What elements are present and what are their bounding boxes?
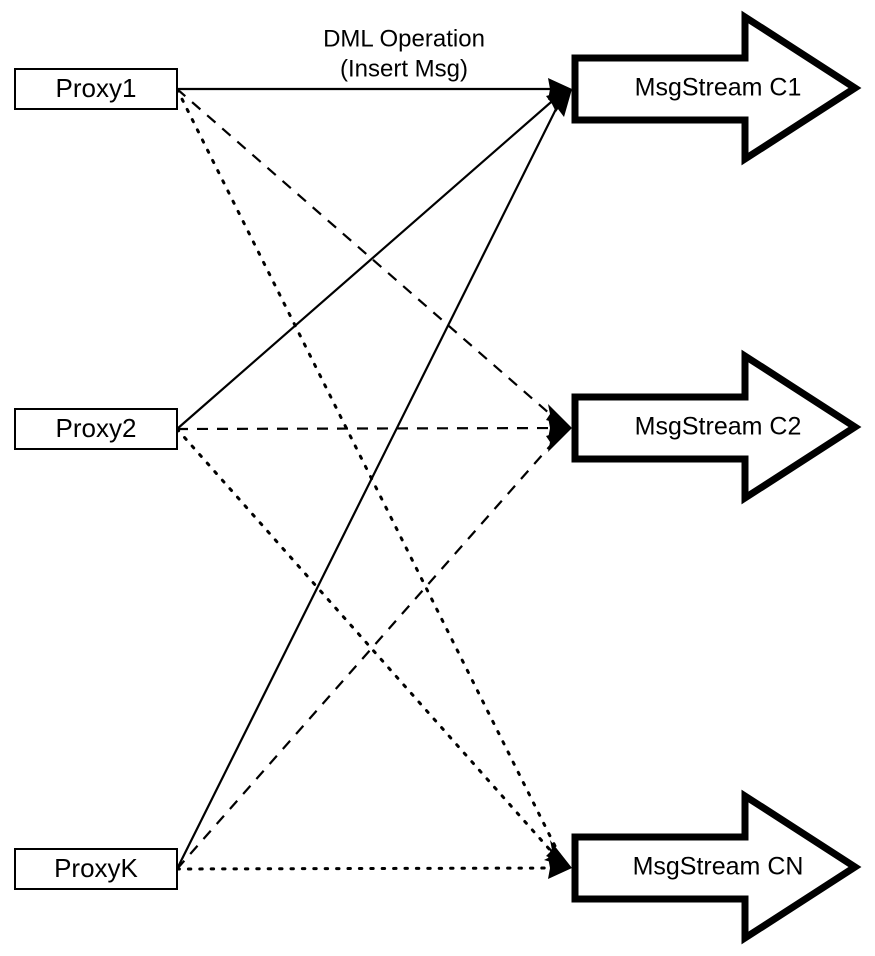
edge-proxyk-to-cn [175,866,568,871]
proxyk-label: ProxyK [54,853,138,883]
proxy-nodes-group: Proxy1 Proxy2 ProxyK [14,68,178,890]
node-stream-c2[interactable]: MsgStream C2 [571,349,862,505]
arrowhead-proxyk-cn [548,857,572,879]
edge-proxy2-to-cn [175,427,568,870]
stream-c1-arrow-shape[interactable] [571,10,862,166]
node-stream-c1[interactable]: MsgStream C1 [571,10,862,166]
arrowhead-proxyk-c2 [546,428,572,452]
proxyk-box[interactable] [14,848,178,890]
edge-proxy1-to-c2 [176,88,567,429]
stream-c2-arrow-shape[interactable] [571,349,862,505]
stream-c1-label: MsgStream C1 [635,74,802,102]
proxy2-label: Proxy2 [56,413,137,443]
edge-proxyk-to-c1 [176,88,567,870]
edge-proxy2-to-c2 [176,426,567,431]
edge-proxy2-to-c1 [176,88,567,430]
arrowhead-proxyk-c1 [552,89,572,117]
proxy1-label: Proxy1 [56,73,137,103]
arrowhead-layer [544,78,572,879]
proxy2-box[interactable] [14,408,178,450]
stream-cn-arrow-shape[interactable] [571,789,862,945]
edge-layer [175,87,568,871]
node-proxyk[interactable]: ProxyK [14,848,178,890]
stream-nodes-group: MsgStream C1 MsgStream C2 MsgStream CN [571,10,862,945]
node-stream-cn[interactable]: MsgStream CN [571,789,862,945]
node-proxy1[interactable]: Proxy1 [14,68,178,110]
arrowhead-proxy2-cn [544,846,572,868]
edge-caption-group: DML Operation (Insert Msg) [323,25,485,82]
proxy1-box[interactable] [14,68,178,110]
edge-caption-line-1: DML Operation [323,25,485,52]
node-proxy2[interactable]: Proxy2 [14,408,178,450]
edge-proxyk-to-c2 [176,427,567,870]
edge-caption-line-2: (Insert Msg) [340,55,468,82]
stream-c2-label: MsgStream C2 [635,413,802,441]
arrowhead-proxy2-c2 [548,417,572,439]
stream-cn-label: MsgStream CN [633,853,804,881]
arrowhead-proxy1-cn [546,840,572,868]
